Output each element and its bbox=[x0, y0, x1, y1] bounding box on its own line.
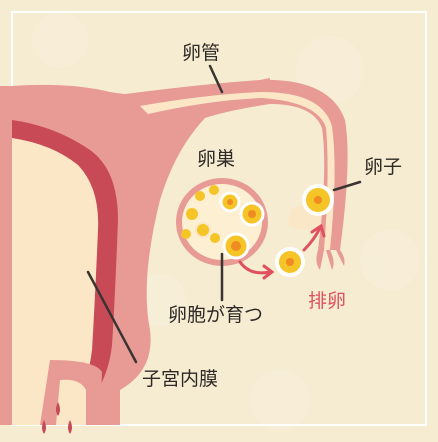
released-egg bbox=[275, 247, 305, 277]
follicle-core bbox=[227, 199, 233, 205]
cervical-canal bbox=[56, 380, 86, 425]
label-ovary: 卵巣 bbox=[197, 150, 235, 169]
label-endometrium: 子宮内膜 bbox=[142, 370, 218, 389]
follicle bbox=[196, 223, 210, 237]
egg-nucleus bbox=[286, 258, 294, 266]
follicle bbox=[181, 229, 191, 239]
follicle bbox=[210, 233, 220, 243]
follicle bbox=[195, 191, 205, 201]
label-oviduct: 卵管 bbox=[182, 44, 220, 63]
label-egg: 卵子 bbox=[364, 158, 402, 177]
follicle-core bbox=[231, 241, 241, 251]
egg-nucleus bbox=[314, 196, 322, 204]
label-follicle-growth: 卵胞が育つ bbox=[168, 306, 263, 325]
follicle-core bbox=[248, 210, 256, 218]
follicle bbox=[186, 208, 198, 220]
label-ovulation: 排卵 bbox=[308, 292, 346, 311]
follicle bbox=[209, 185, 219, 195]
